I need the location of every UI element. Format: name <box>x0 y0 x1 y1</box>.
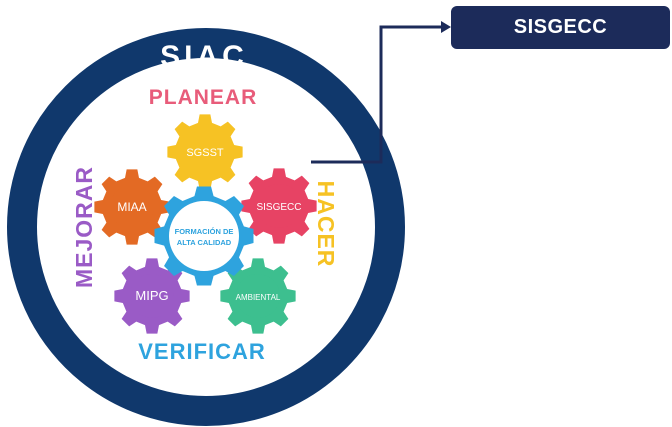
gear-miaa-hub <box>110 185 154 229</box>
gear-mipg: MIPG <box>114 258 190 334</box>
label-hacer: HACER <box>313 181 339 268</box>
center-gear-hub <box>169 201 239 271</box>
center-gear-line1: FORMACIÓN DE <box>175 227 234 236</box>
gear-miaa: MIAA <box>94 169 170 245</box>
gear-mipg-label: MIPG <box>135 288 168 303</box>
siac-ring <box>7 28 405 426</box>
label-verificar: VERIFICAR <box>138 339 266 364</box>
ring-title: SIAC <box>160 40 248 73</box>
callout-connector <box>311 25 443 164</box>
sisgecc-callout-box: SISGECC <box>451 6 670 49</box>
gear-sisgecc-label: SISGECC <box>256 202 301 213</box>
gear-ambiental-label: AMBIENTAL <box>236 293 281 302</box>
gear-mipg-hub <box>130 274 174 318</box>
gear-sisgecc: SISGECC <box>241 168 317 244</box>
gear-miaa-label: MIAA <box>117 200 146 214</box>
gear-ambiental: AMBIENTAL <box>220 258 296 334</box>
gear-ambiental-hub <box>236 274 280 318</box>
label-planear: PLANEAR <box>149 86 258 109</box>
center-gear: FORMACIÓN DE ALTA CALIDAD <box>154 186 254 286</box>
gear-sgsst-label: SGSST <box>186 147 224 159</box>
center-gear-line2: ALTA CALIDAD <box>177 238 232 247</box>
gear-sgsst-hub <box>183 130 227 174</box>
gear-sisgecc-hub <box>257 184 301 228</box>
gear-sgsst: SGSST <box>167 114 243 190</box>
callout-arrowhead <box>441 21 451 33</box>
label-mejorar: MEJORAR <box>71 166 97 288</box>
